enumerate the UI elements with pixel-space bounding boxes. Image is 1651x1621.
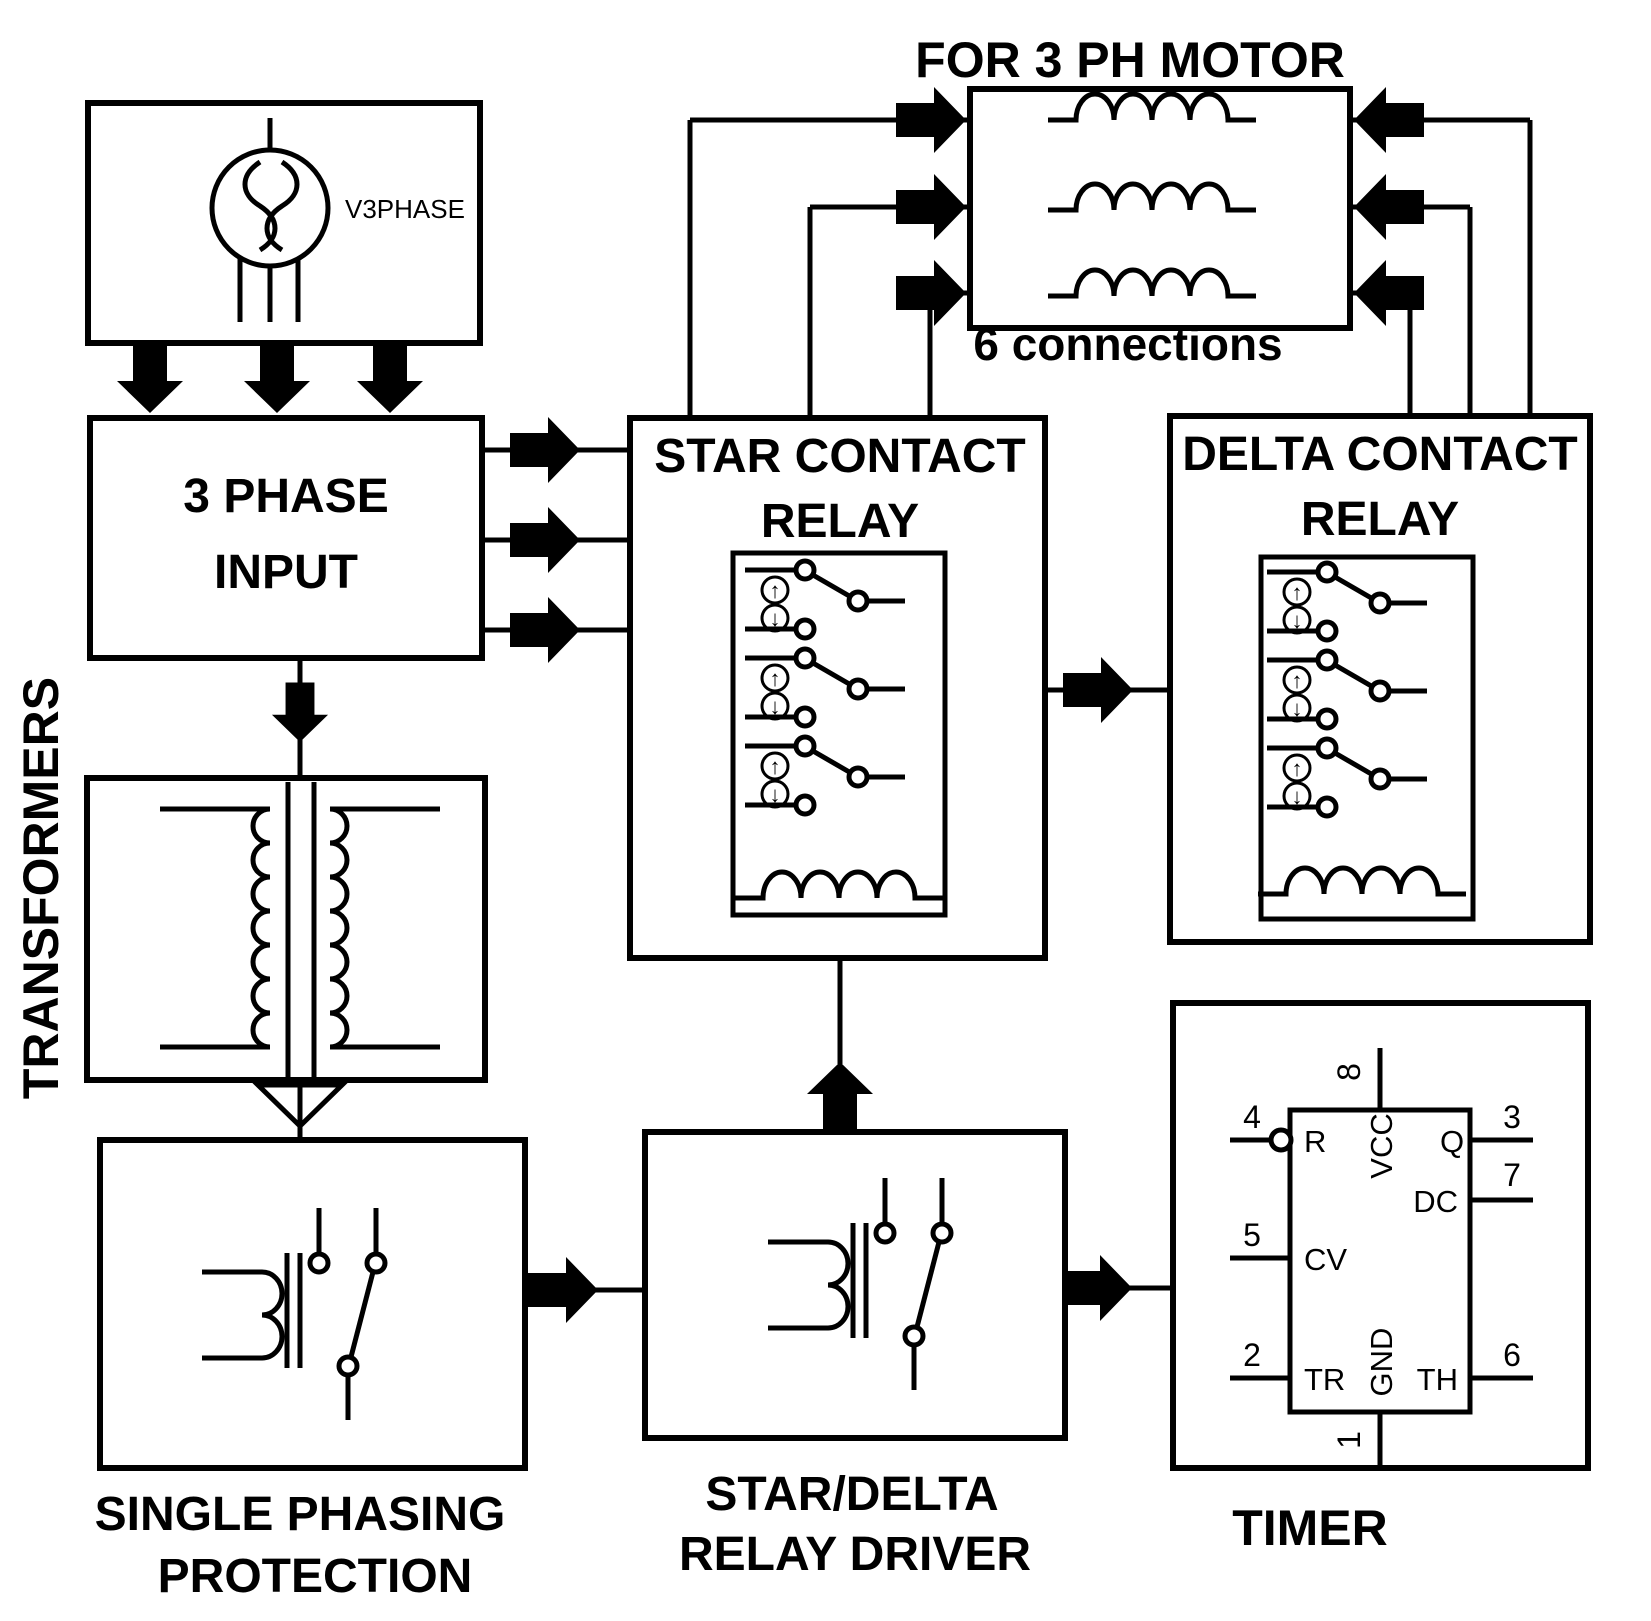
protection-label-line1: SINGLE PHASING [95, 1488, 506, 1541]
timer-label: TIMER [1232, 1500, 1388, 1556]
source-label: V3PHASE [345, 194, 465, 224]
pin2-number: 2 [1243, 1337, 1261, 1373]
input-label-line2: INPUT [214, 546, 358, 599]
timer-box: 8 4 5 2 3 7 6 1 R VCC Q DC CV GND TR TH … [1170, 1000, 1591, 1556]
pin-tr-name: TR [1304, 1362, 1345, 1397]
driver-label-line1: STAR/DELTA [705, 1468, 998, 1521]
pin6-number: 6 [1503, 1337, 1521, 1373]
v3phase-source-box: V3PHASE [85, 100, 483, 346]
pin-cv-name: CV [1304, 1242, 1347, 1277]
pin-dc-name: DC [1413, 1184, 1458, 1219]
transformers-label: TRANSFORMERS [13, 677, 69, 1099]
motor-title: FOR 3 PH MOTOR [915, 32, 1345, 88]
transformer-icon [160, 782, 440, 1077]
driver-label-line2: RELAY DRIVER [679, 1528, 1031, 1581]
delta-contact-relay-box: DELTA CONTACT RELAY [1167, 413, 1593, 945]
delta-relay-label-line2: RELAY [1301, 493, 1459, 546]
pin4-number: 4 [1243, 1099, 1261, 1135]
motor-box: FOR 3 PH MOTOR 6 connections [915, 32, 1353, 370]
motor-subtitle: 6 connections [973, 318, 1282, 370]
protection-label-line2: PROTECTION [158, 1550, 473, 1603]
input-label-line1: 3 PHASE [183, 470, 388, 523]
pin3-number: 3 [1503, 1099, 1521, 1135]
star-contact-relay-box: STAR CONTACT RELAY [627, 415, 1048, 961]
ac-source-icon [209, 118, 331, 322]
pin-vcc-name: VCC [1364, 1113, 1399, 1178]
timer-ic: 8 4 5 2 3 7 6 1 R VCC Q DC CV GND TR TH [1230, 1048, 1533, 1468]
pin-q-name: Q [1440, 1124, 1464, 1159]
pin1-number: 1 [1331, 1431, 1367, 1449]
star-delta-relay-driver-box: STAR/DELTA RELAY DRIVER [642, 1129, 1068, 1581]
open-arrowhead-icon [251, 1082, 349, 1130]
three-phase-input-box: 3 PHASE INPUT [87, 415, 485, 661]
pin5-number: 5 [1243, 1217, 1261, 1253]
pin7-number: 7 [1503, 1157, 1521, 1193]
pin8-number: 8 [1331, 1063, 1367, 1081]
delta-relay-label-line1: DELTA CONTACT [1182, 428, 1577, 481]
single-phasing-protection-box: SINGLE PHASING PROTECTION [95, 1137, 528, 1603]
pin-gnd-name: GND [1364, 1328, 1399, 1397]
pin-th-name: TH [1417, 1362, 1458, 1397]
transformers-box [84, 775, 488, 1083]
star-relay-label-line1: STAR CONTACT [654, 430, 1026, 483]
pin-r-name: R [1304, 1124, 1326, 1159]
star-relay-label-line2: RELAY [761, 495, 919, 548]
